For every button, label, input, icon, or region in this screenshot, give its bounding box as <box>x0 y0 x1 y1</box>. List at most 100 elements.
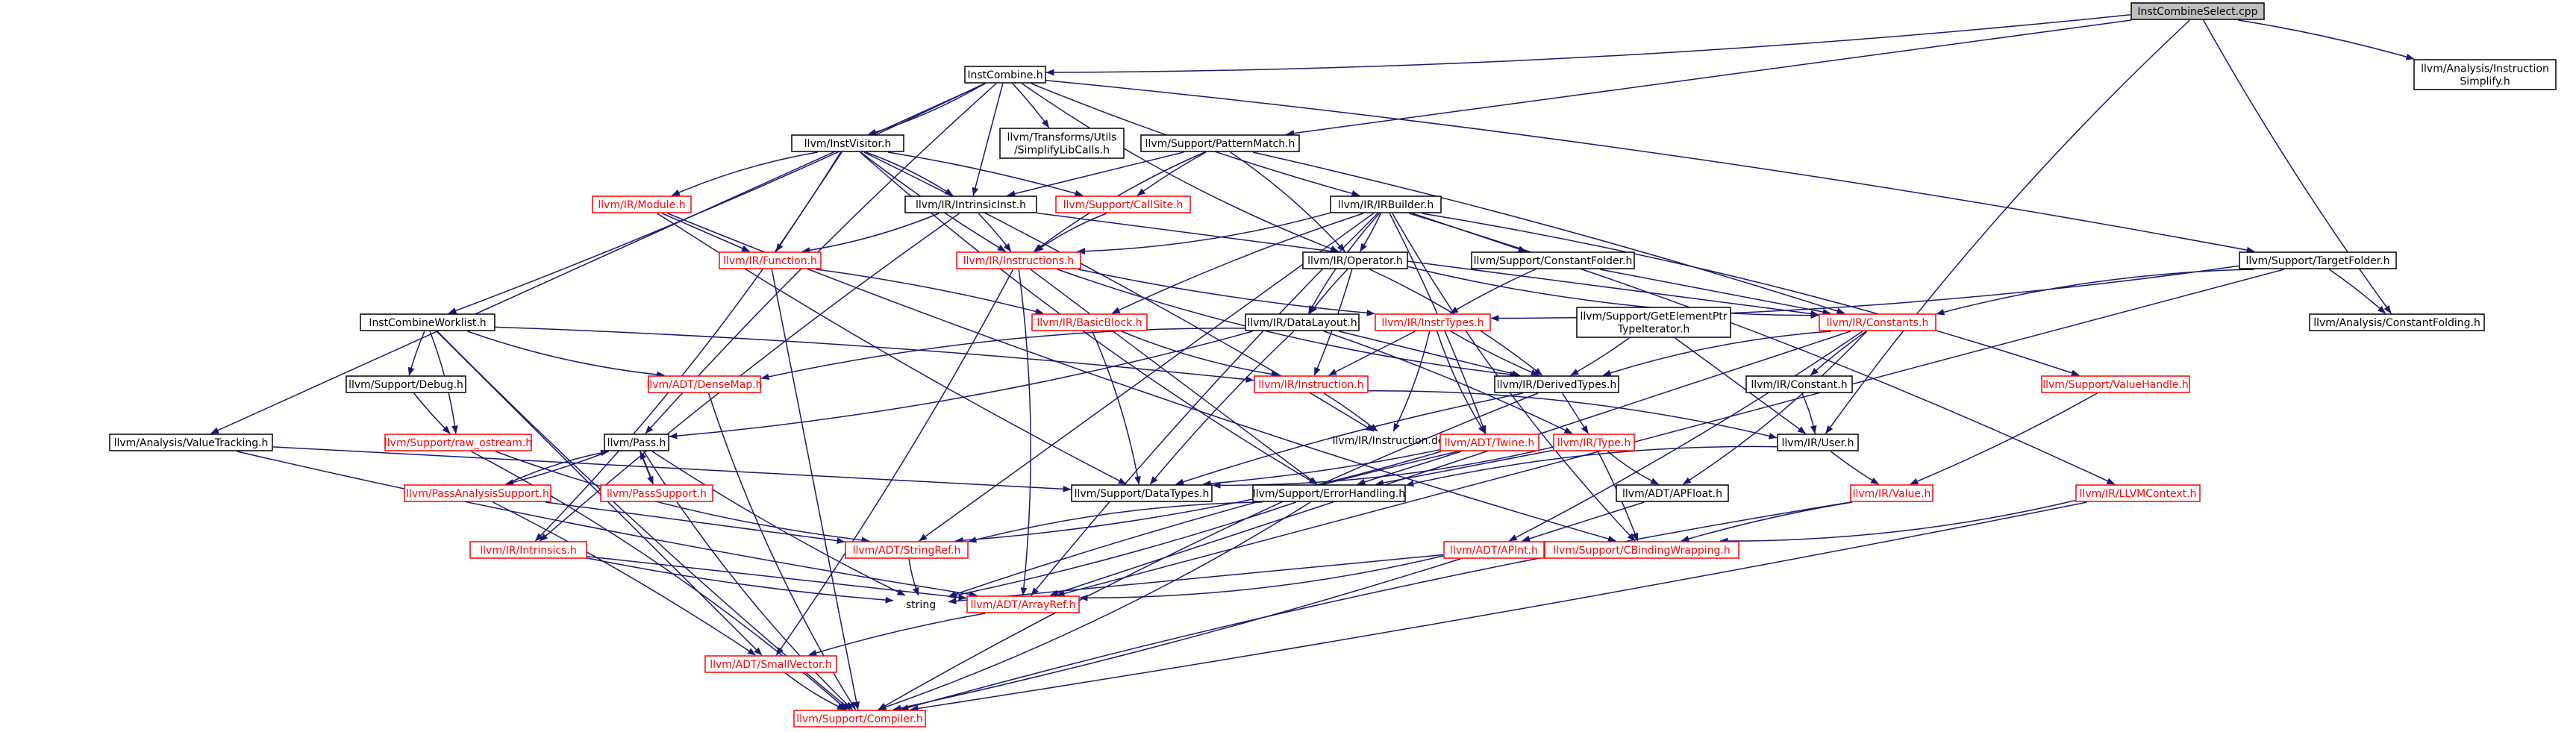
node-basicblock[interactable]: llvm/IR/BasicBlock.h <box>1031 313 1148 331</box>
node-irfunction[interactable]: llvm/IR/Function.h <box>719 251 822 269</box>
node-label: llvm/ADT/APFloat.h <box>1622 488 1722 500</box>
node-callsite[interactable]: llvm/Support/CallSite.h <box>1055 195 1191 213</box>
edge-irfunction-to-compiler <box>771 269 860 710</box>
edge-irtype-to-apfloat <box>1607 451 1659 485</box>
edge-line <box>2203 19 2392 314</box>
edge-line <box>954 451 1442 544</box>
node-label: llvm/ADT/APInt.h <box>1450 545 1538 557</box>
node-box <box>1302 251 1408 269</box>
edge-irbuilder-to-instructions <box>1077 212 1331 255</box>
edge-twine-to-stringref <box>954 451 1442 544</box>
node-irinstruction[interactable]: llvm/IR/Instruction.h <box>1254 375 1369 393</box>
node-iruser: llvm/IR/User.h <box>1777 434 1859 451</box>
edge-instcombineselect-to-analysisinstsimplify <box>2238 19 2415 60</box>
node-twine[interactable]: llvm/ADT/Twine.h <box>1439 434 1539 451</box>
node-rawostream[interactable]: llvm/Support/raw_ostream.h <box>384 434 532 451</box>
edge-irbuilder-to-valuehandle <box>1422 213 2080 376</box>
edge-irmodule-to-irfunction <box>662 213 751 252</box>
edge-instvisitor-to-intrinsics <box>534 151 842 542</box>
edge-line <box>910 501 2088 712</box>
edge-irconstants-to-irconstant <box>1810 331 1867 376</box>
edge-irvalue-to-cbindingwrapping <box>1681 501 1853 542</box>
node-box <box>845 541 969 559</box>
node-intrinsics[interactable]: llvm/IR/Intrinsics.h <box>469 541 587 559</box>
node-compiler[interactable]: llvm/Support/Compiler.h <box>793 710 926 728</box>
edge-instcombine-to-instcombineworklist <box>448 83 985 314</box>
node-box <box>2075 484 2201 502</box>
node-label: llvm/Support/ValueHandle.h <box>2042 379 2189 391</box>
edge-intrinsics-to-string <box>587 557 894 604</box>
edge-geptypeiter-to-derivedtypes <box>1570 337 1630 376</box>
node-apint[interactable]: llvm/ADT/APInt.h <box>1443 541 1545 559</box>
edge-line <box>493 501 756 656</box>
node-irconstants[interactable]: llvm/IR/Constants.h <box>1819 313 1936 331</box>
edge-line <box>1230 151 1345 252</box>
node-densemap[interactable]: llvm/ADT/DenseMap.h <box>646 375 763 393</box>
edge-datalayout-to-pass <box>669 331 1253 439</box>
edge-line <box>972 83 1004 196</box>
edge-line <box>1407 266 1819 319</box>
node-apfloat: llvm/ADT/APFloat.h <box>1616 484 1729 502</box>
edge-irconstants-to-derivedtypes <box>1602 331 1831 377</box>
node-passsupport[interactable]: llvm/PassSupport.h <box>600 484 713 502</box>
edge-patternmatch-to-intrinsicinst <box>1007 151 1184 197</box>
node-datatypes: llvm/Support/DataTypes.h <box>1071 484 1213 502</box>
edge-instcombineworklist-to-supportdebug <box>407 331 425 376</box>
node-box <box>1616 484 1729 502</box>
node-llvmcontext[interactable]: llvm/IR/LLVMContext.h <box>2075 484 2201 502</box>
node-irvalue[interactable]: llvm/IR/Value.h <box>1850 484 1933 502</box>
edge-line <box>1121 331 1280 378</box>
node-label: /SimplifyLibCalls.h <box>1014 145 1110 157</box>
node-stringref[interactable]: llvm/ADT/StringRef.h <box>845 541 969 559</box>
edge-line <box>1018 269 1031 596</box>
node-label: llvm/IR/LLVMContext.h <box>2080 488 2197 500</box>
edge-line <box>1719 499 2076 545</box>
edge-instructions-to-arrayref <box>1018 269 1031 596</box>
node-valuehandle[interactable]: llvm/Support/ValueHandle.h <box>2041 375 2190 393</box>
node-label: llvm/IR/InstrTypes.h <box>1381 317 1484 329</box>
edge-line <box>865 151 954 196</box>
node-errorhandling: llvm/Support/ErrorHandling.h <box>1252 484 1406 502</box>
node-label: llvm/IR/Instruction.def <box>1333 435 1449 447</box>
node-irmodule[interactable]: llvm/IR/Module.h <box>592 195 692 213</box>
edge-instrtypes-to-irinstruction <box>1328 331 1416 376</box>
edge-passanalysissupport-to-pass <box>505 449 609 485</box>
node-irtype[interactable]: llvm/IR/Type.h <box>1553 434 1635 451</box>
edge-passsupport-to-pass <box>640 451 654 485</box>
edge-line <box>1357 451 1462 486</box>
node-smallvector[interactable]: llvm/ADT/SmallVector.h <box>704 655 837 673</box>
node-label: llvm/ADT/Twine.h <box>1445 437 1534 449</box>
edge-line <box>1252 151 1845 315</box>
node-pass: llvm/Pass.h <box>604 434 669 451</box>
node-string: string <box>906 599 936 611</box>
edge-line <box>878 501 1311 710</box>
edge-line <box>908 558 919 596</box>
edge-instvisitor-to-irmodule <box>671 151 818 196</box>
node-box <box>1140 134 1300 152</box>
edge-line <box>1675 337 1807 434</box>
node-patternmatch: llvm/Support/PatternMatch.h <box>1140 134 1300 152</box>
edge-line <box>1359 213 1382 252</box>
node-box <box>109 434 273 451</box>
node-label: llvm/IR/Constants.h <box>1827 317 1929 329</box>
node-instructions[interactable]: llvm/IR/Instructions.h <box>956 251 1081 269</box>
edge-callsite-to-instructions <box>1034 213 1107 252</box>
node-passanalysissupport[interactable]: llvm/PassAnalysisSupport.h <box>404 484 551 502</box>
edge-line <box>651 451 906 596</box>
edge-line <box>448 83 985 314</box>
node-instrtypes[interactable]: llvm/IR/InstrTypes.h <box>1375 313 1491 331</box>
node-arrayref[interactable]: llvm/ADT/ArrayRef.h <box>966 595 1080 613</box>
node-derivedtypes: llvm/IR/DerivedTypes.h <box>1494 375 1619 393</box>
node-box <box>793 710 926 728</box>
edge-smallvector-to-compiler <box>785 672 845 710</box>
node-box <box>791 134 904 152</box>
node-box <box>2309 313 2485 331</box>
node-label: llvm/IR/IRBuilder.h <box>1338 199 1434 211</box>
node-box <box>384 434 532 451</box>
edge-line <box>1030 269 1318 485</box>
node-cbindingwrapping[interactable]: llvm/Support/CBindingWrapping.h <box>1544 541 1739 559</box>
edge-line <box>1450 331 1539 376</box>
node-box <box>2239 251 2397 269</box>
node-label: llvm/Pass.h <box>607 437 666 449</box>
edge-patternmatch-to-irconstants <box>1252 151 1845 315</box>
